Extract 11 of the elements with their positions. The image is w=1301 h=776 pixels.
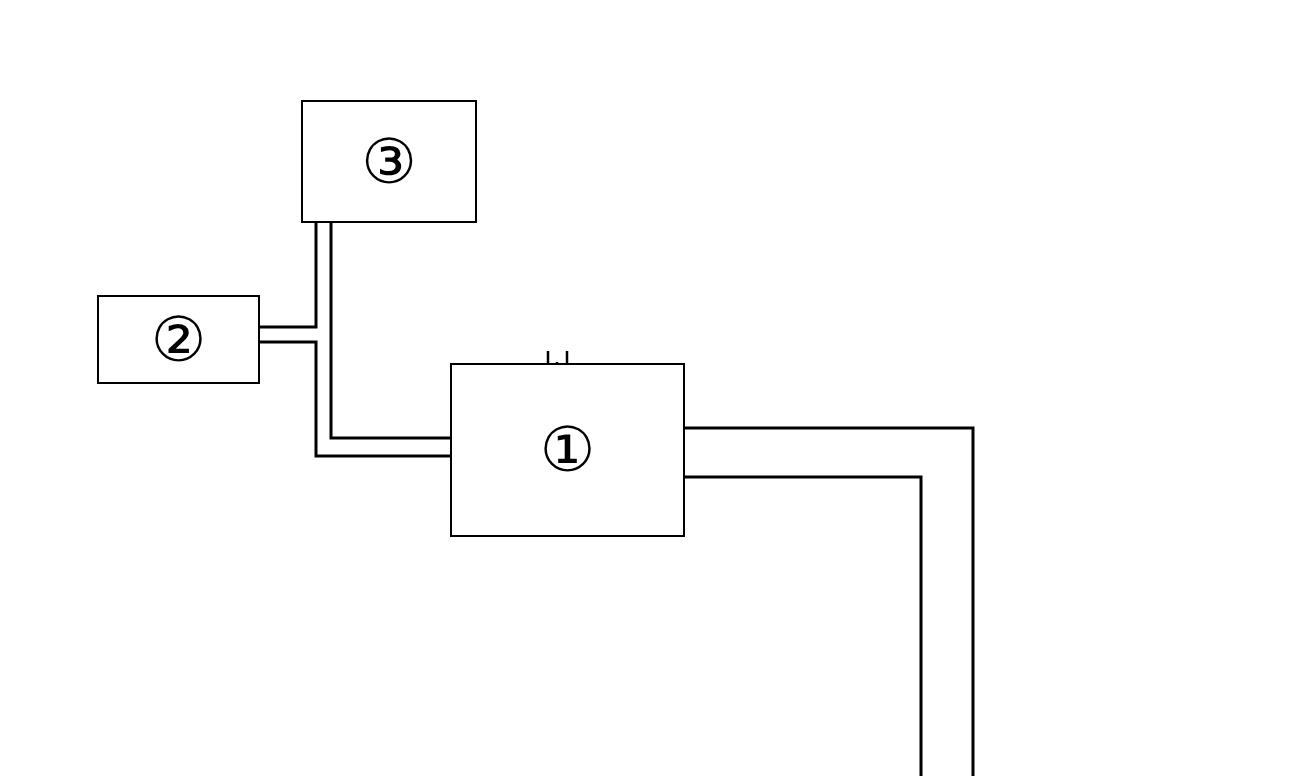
component-box <box>301 100 477 223</box>
component-number: ② <box>150 308 207 371</box>
component-number: ③ <box>361 130 417 193</box>
pipe-line <box>685 475 923 776</box>
component-box <box>97 295 260 384</box>
pipe-line <box>329 223 450 440</box>
pipe-line <box>260 223 318 329</box>
pipe-line <box>685 426 975 776</box>
component-box <box>450 363 685 537</box>
pipe-line <box>260 340 450 458</box>
component-number: ① <box>539 419 596 481</box>
